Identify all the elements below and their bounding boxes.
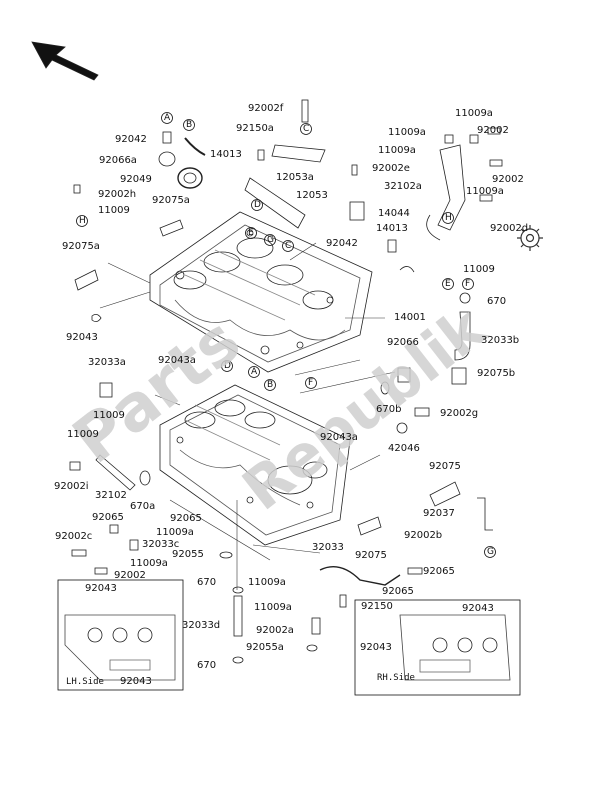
part-label: 92055: [172, 549, 204, 560]
part-label: 92042: [115, 134, 147, 145]
callout-c2: C: [285, 241, 292, 251]
part-label: 92002e: [372, 163, 410, 174]
oil-hose: [454, 311, 471, 361]
callout-f2: F: [308, 378, 314, 388]
part-label: 92075: [429, 461, 461, 472]
part-label: 11009a: [378, 145, 416, 156]
part-label: 92049: [120, 174, 152, 185]
callout-g: G: [267, 235, 274, 245]
part-label: 42046: [388, 443, 420, 454]
callout-e: E: [248, 228, 254, 238]
part-label: 14013: [376, 223, 408, 234]
part-label: 92002i: [54, 481, 89, 492]
part-label: 14001: [394, 312, 426, 323]
oil-pipe-32033d: [233, 595, 243, 637]
part-label: 11009: [463, 264, 495, 275]
part-label: 92042: [326, 238, 358, 249]
part-label: 92002h: [98, 189, 137, 200]
callout-c: C: [303, 124, 310, 134]
part-label: 92065: [92, 512, 124, 523]
part-label: 32102: [95, 490, 127, 501]
part-label: 92150: [361, 601, 393, 612]
part-label: 92002: [114, 570, 146, 581]
part-label: 92002c: [55, 531, 93, 542]
part-label: 92002b: [404, 530, 443, 541]
part-label: 11009a: [248, 577, 286, 588]
part-label: 92065: [382, 586, 414, 597]
part-label: 32033: [312, 542, 344, 553]
part-label: 92002g: [440, 408, 479, 419]
part-label: 92075b: [477, 368, 516, 379]
part-label: 670: [487, 296, 507, 307]
part-label: 32102a: [384, 181, 422, 192]
part-label: 92002: [492, 174, 524, 185]
part-label: 92043: [66, 332, 98, 343]
inset-left-part-top: 92043: [85, 583, 117, 594]
part-label: 92043a: [158, 355, 196, 366]
part-label: 92002a: [256, 625, 294, 636]
lh-side-inset-box: [57, 579, 184, 691]
part-label: 92150a: [236, 123, 274, 134]
part-label: 92002f: [248, 103, 284, 114]
part-label: 11009a: [254, 602, 292, 613]
callout-a: A: [164, 113, 171, 123]
part-label: 92065: [423, 566, 455, 577]
inset-right-part-top: 92043: [462, 603, 494, 614]
part-label: 32033d: [182, 620, 221, 631]
part-label: 12053a: [276, 172, 314, 183]
part-label: 92066a: [99, 155, 137, 166]
part-label: 92075a: [62, 241, 100, 252]
part-label: 92066: [387, 337, 419, 348]
part-label: 92002d: [490, 223, 529, 234]
callout-g2: G: [487, 547, 494, 557]
callout-e2: E: [445, 279, 451, 289]
part-label: 11009a: [130, 558, 168, 569]
part-label: 11009a: [455, 108, 493, 119]
callout-b2: B: [267, 380, 274, 390]
part-label: 92002: [477, 125, 509, 136]
inset-left-part-bottom: 92043: [120, 676, 152, 687]
part-label: 92075a: [152, 195, 190, 206]
part-label: 92037: [423, 508, 455, 519]
part-label: 11009a: [388, 127, 426, 138]
part-label: 92075: [355, 550, 387, 561]
callout-f: F: [465, 279, 471, 289]
part-label: 670: [197, 660, 217, 671]
part-label: 32033a: [88, 357, 126, 368]
callout-b: B: [186, 120, 193, 130]
part-label: 670b: [376, 404, 402, 415]
callout-a2: A: [251, 367, 258, 377]
direction-arrow-icon: [31, 41, 99, 81]
part-label: 12053: [296, 190, 328, 201]
part-label: 670a: [130, 501, 156, 512]
part-label: 32033b: [481, 335, 520, 346]
part-label: 92055a: [246, 642, 284, 653]
inset-right-part-left: 92043: [360, 642, 392, 653]
part-label: 11009a: [466, 186, 504, 197]
part-label: 32033c: [142, 539, 180, 550]
dowel-pin: [162, 131, 172, 144]
part-label: 11009a: [156, 527, 194, 538]
rh-side-inset-box: [354, 599, 521, 696]
part-label: 92043a: [320, 432, 358, 443]
inset-left-label: LH.Side: [66, 677, 104, 687]
callout-h: H: [79, 216, 86, 226]
part-label: 14013: [210, 149, 242, 160]
upper-crankcase: [149, 211, 373, 373]
inset-right-label: RH.Side: [377, 673, 415, 683]
lower-crankcase: [159, 384, 351, 546]
part-label: 92065: [170, 513, 202, 524]
oil-pipe: [437, 144, 466, 231]
gear-icon: [517, 225, 543, 251]
callout-h2: H: [445, 213, 452, 223]
part-label: 670: [197, 577, 217, 588]
callout-d: D: [254, 200, 261, 210]
part-label: 14044: [378, 208, 410, 219]
part-label: 11009: [93, 410, 125, 421]
part-label: 11009: [67, 429, 99, 440]
part-label: 11009: [98, 205, 130, 216]
callout-d2: D: [224, 361, 231, 371]
